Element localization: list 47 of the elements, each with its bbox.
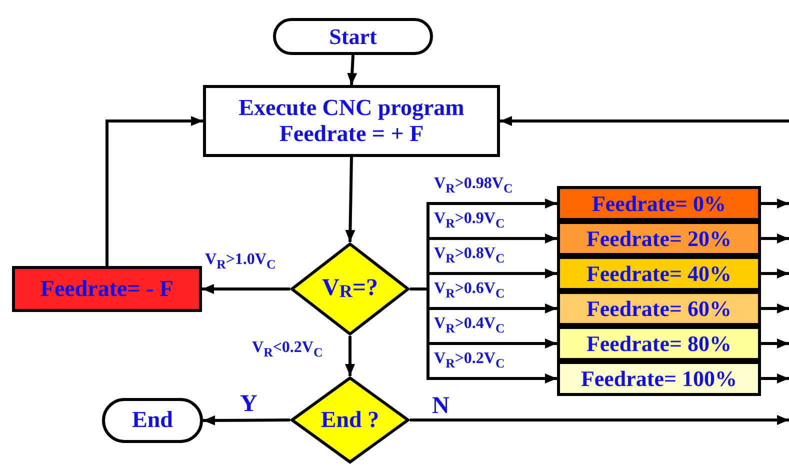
process-box xyxy=(557,361,761,396)
decision-diamond xyxy=(290,242,410,336)
arrow xyxy=(761,198,789,208)
arrow xyxy=(202,415,290,426)
node-text: Feedrate= 40% xyxy=(586,260,732,286)
node-text: Feedrate= 0% xyxy=(592,190,726,216)
node-text: Execute CNC program xyxy=(238,94,464,121)
node-text: Feedrate= 80% xyxy=(586,330,732,356)
process-box xyxy=(557,221,761,256)
node-text: End xyxy=(132,407,173,434)
edge-label: V$_{R}$>0.8V$_{C}$ xyxy=(434,246,505,265)
process-box xyxy=(203,85,500,157)
edge-label: V$_{R}$>0.98V$_{C}$ xyxy=(434,176,513,195)
node-text: Feedrate= 20% xyxy=(586,226,732,252)
arrow xyxy=(761,234,789,244)
process-box xyxy=(557,186,761,221)
node-text: Feedrate= 100% xyxy=(580,366,738,392)
edge-label: V$_{R}$>0.4V$_{C}$ xyxy=(434,316,505,335)
arrow xyxy=(106,116,203,266)
process-box xyxy=(557,326,761,361)
arrow xyxy=(345,156,356,242)
node-text: Feedrate= - F xyxy=(40,276,174,302)
node-text: Feedrate = + F xyxy=(279,121,424,148)
node-text: Start xyxy=(329,24,377,50)
terminal-shape xyxy=(273,18,433,55)
arrow xyxy=(410,288,557,384)
arrow xyxy=(410,415,789,425)
arrow xyxy=(500,116,789,126)
edge-label: V$_{R}$>0.2V$_{C}$ xyxy=(434,350,505,370)
arrow xyxy=(347,54,358,86)
node-text: Feedrate= 60% xyxy=(586,296,732,322)
terminal-shape xyxy=(102,398,203,443)
arrow xyxy=(761,338,789,348)
arrow xyxy=(761,374,789,384)
arrow xyxy=(345,336,355,376)
edge-label: V$_{R}$>0.6V$_{C}$ xyxy=(434,280,505,300)
arrow xyxy=(202,284,290,294)
edge-label: V$_{R}$<0.2V$_{C}$ xyxy=(252,340,323,360)
arrow xyxy=(761,268,789,278)
process-box xyxy=(557,256,761,291)
edge-label: V$_{R}$>1.0V$_{C}$ xyxy=(205,252,276,272)
decision-diamond xyxy=(290,376,410,464)
arrow xyxy=(761,304,789,314)
node-text: End ? xyxy=(320,406,380,434)
process-box xyxy=(557,291,761,326)
process-box xyxy=(12,266,202,312)
edge-label: V$_{R}$>0.9V$_{C}$ xyxy=(434,210,505,230)
